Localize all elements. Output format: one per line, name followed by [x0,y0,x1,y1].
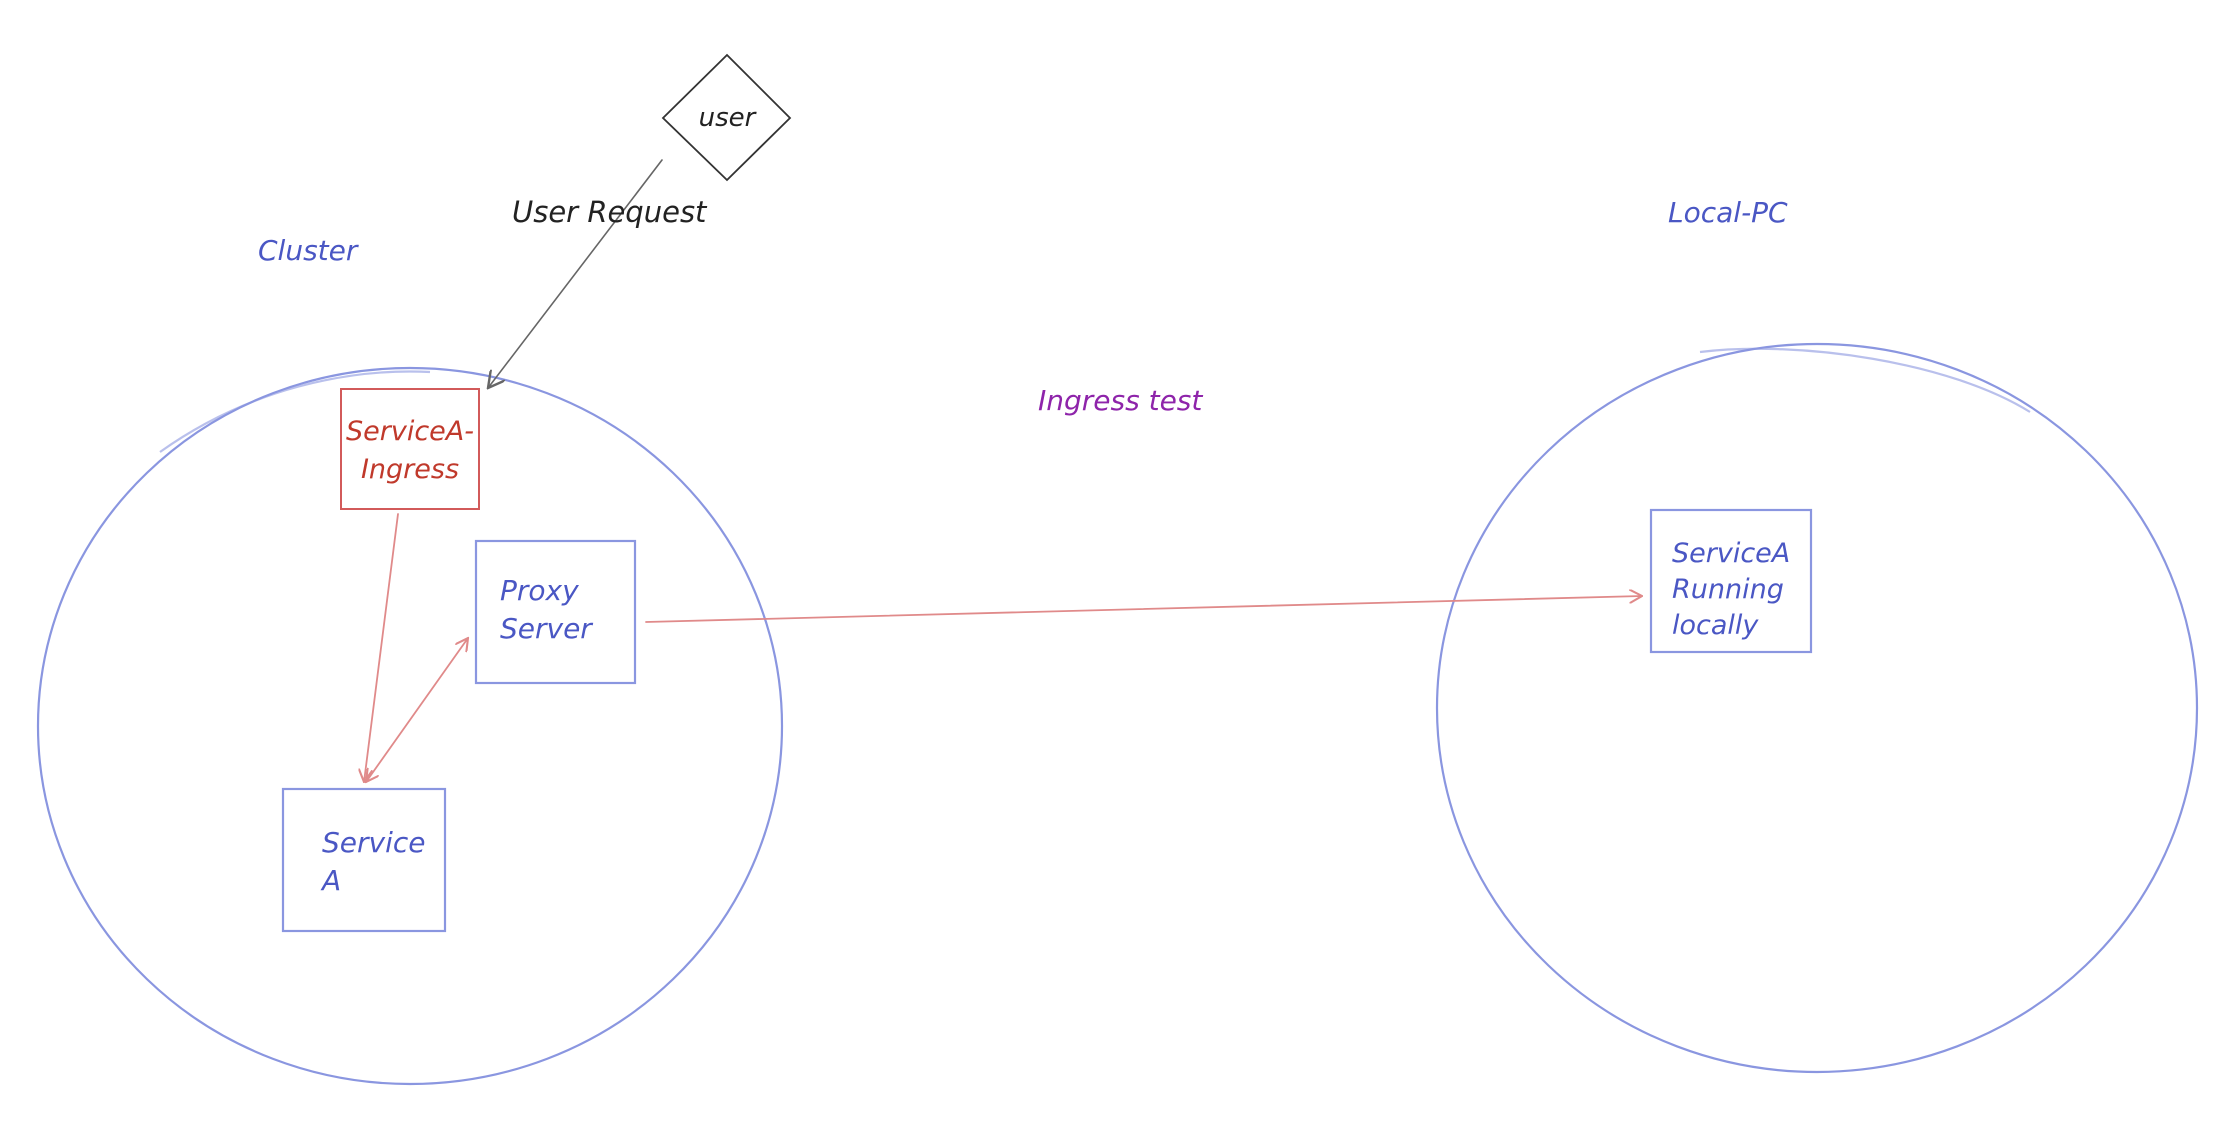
service-a-label-line2: A [320,864,341,897]
service-a-proxy-arrow [366,638,468,782]
user-request-label: User Request [512,195,708,229]
ingress-test-label: Ingress test [1038,384,1203,417]
service-a-local-label-line1: ServiceA [1672,538,1790,569]
proxy-server-label-line1: Proxy [500,574,579,607]
proxy-server-label-line2: Server [500,612,593,645]
ingress-to-service-a-arrow [364,513,399,782]
service-a-label-line1: Service [322,826,425,859]
service-a-local-node: ServiceA Running locally [1649,508,1813,654]
proxy-to-local-arrow [645,596,1642,623]
service-a-ingress-label-line1: ServiceA- [346,416,474,447]
user-label: user [699,103,758,133]
local-pc-circle [1435,342,2199,1074]
user-node: user [661,53,792,182]
cluster-circle [36,366,784,1086]
user-request-arrow [488,159,663,388]
proxy-server-node: Proxy Server [474,539,637,685]
service-a-ingress-node: ServiceA- Ingress [340,388,480,510]
service-a-ingress-label-line2: Ingress [361,454,459,485]
service-a-node: Service A [281,787,447,933]
local-pc-label: Local-PC [1668,196,1788,229]
service-a-local-label-line2: Running [1672,574,1784,605]
cluster-label: Cluster [258,234,359,267]
service-a-local-label-line3: locally [1672,610,1759,641]
